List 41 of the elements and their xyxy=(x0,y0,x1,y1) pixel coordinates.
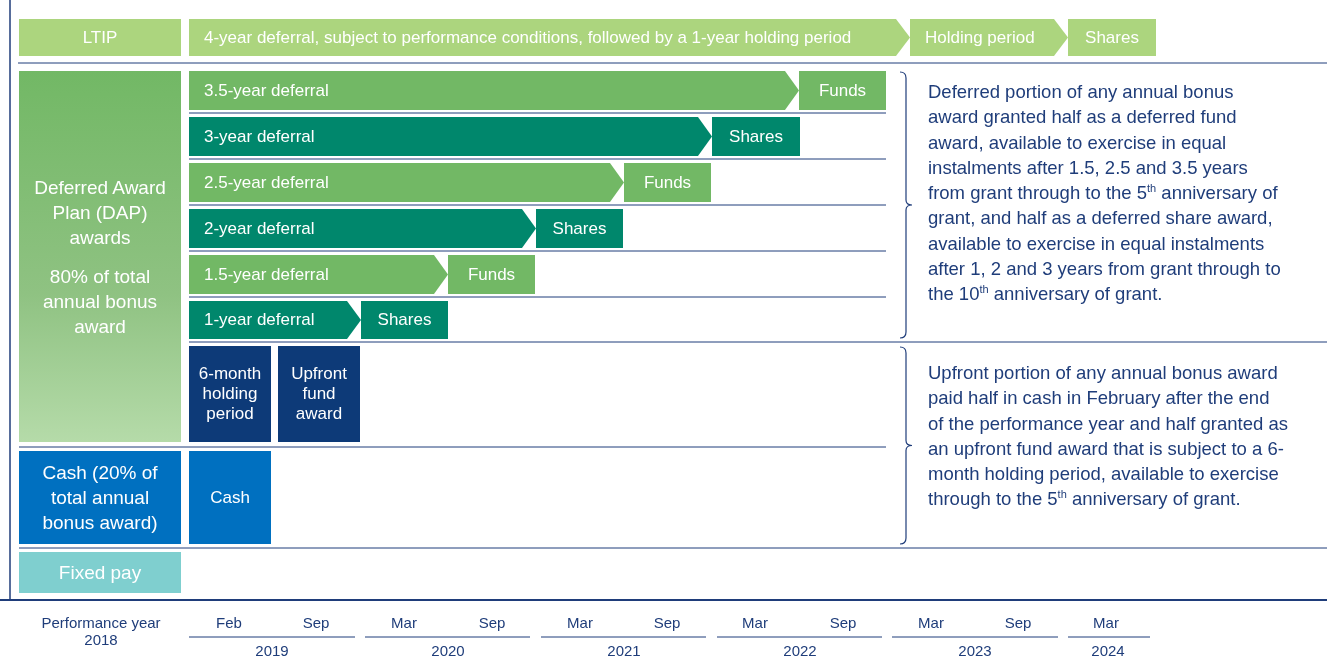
label-box: Shares xyxy=(712,117,800,156)
description-text: Deferred portion of any annual bonus award granted half as a deferred fund award, available to exercise in equal instalments after 1.5, 2.5 and 3.5 years from grant through to the 5$^{th}$ anniversary of grant, and half as a deferred share award, available to exercise in equal instalments after 1, 2 and 3 years from grant through to the 10$^{th}$ anniversary of grant. xyxy=(928,80,1282,307)
chevron-bar: 2-year deferral xyxy=(189,209,536,248)
axis-tick-label: Sep xyxy=(1003,614,1033,631)
label-box: Fixed pay xyxy=(19,552,181,593)
axis-tick-label: 2024 xyxy=(1090,642,1126,657)
axis-tick-label: Sep xyxy=(301,614,331,631)
label-box: Shares xyxy=(361,301,448,339)
axis-tick-label: 2023 xyxy=(957,642,993,657)
description-text: Upfront portion of any annual bonus award paid half in cash in February after the end of the performance year and half granted as an upfront fund award that is subject to a 6-month holding period, available to exercise through to the 5$^{th}$ anniversary of grant. xyxy=(928,361,1288,512)
axis-tick-label: Sep xyxy=(477,614,507,631)
axis-tick-label: 2020 xyxy=(430,642,466,657)
axis-label: Performance year 2018 xyxy=(40,614,162,648)
axis-tick-label: Mar xyxy=(566,614,594,631)
chevron-bar: 1-year deferral xyxy=(189,301,361,339)
label-box: Funds xyxy=(624,163,711,202)
label-box: Shares xyxy=(1068,19,1156,56)
chevron-bar: Holding period xyxy=(910,19,1068,56)
chevron-bar: 2.5-year deferral xyxy=(189,163,624,202)
label-box: Shares xyxy=(536,209,623,248)
axis-tick-label: Mar xyxy=(917,614,945,631)
axis-tick-label: Feb xyxy=(215,614,243,631)
row-header: Deferred Award Plan (DAP) awards 80% of total annual bonus award xyxy=(19,71,181,442)
label-box: Cash (20% of total annual bonus award) xyxy=(19,451,181,544)
chevron-bar: 3.5-year deferral xyxy=(189,71,799,110)
axis-tick-label: 2019 xyxy=(254,642,290,657)
axis-tick-label: 2022 xyxy=(782,642,818,657)
axis-tick-label: Mar xyxy=(1092,614,1120,631)
label-box: LTIP xyxy=(19,19,181,56)
label-box: 6-month holding period xyxy=(189,346,271,442)
chevron-bar: 3-year deferral xyxy=(189,117,712,156)
axis-tick-label: 2021 xyxy=(606,642,642,657)
axis-tick-label: Sep xyxy=(652,614,682,631)
label-box: Cash xyxy=(189,451,271,544)
axis-tick-label: Mar xyxy=(390,614,418,631)
axis-tick-label: Mar xyxy=(741,614,769,631)
label-box: Funds xyxy=(448,255,535,294)
axis-tick-label: Sep xyxy=(828,614,858,631)
chevron-bar: 1.5-year deferral xyxy=(189,255,448,294)
label-box: Funds xyxy=(799,71,886,110)
label-box: Upfront fund award xyxy=(278,346,360,442)
